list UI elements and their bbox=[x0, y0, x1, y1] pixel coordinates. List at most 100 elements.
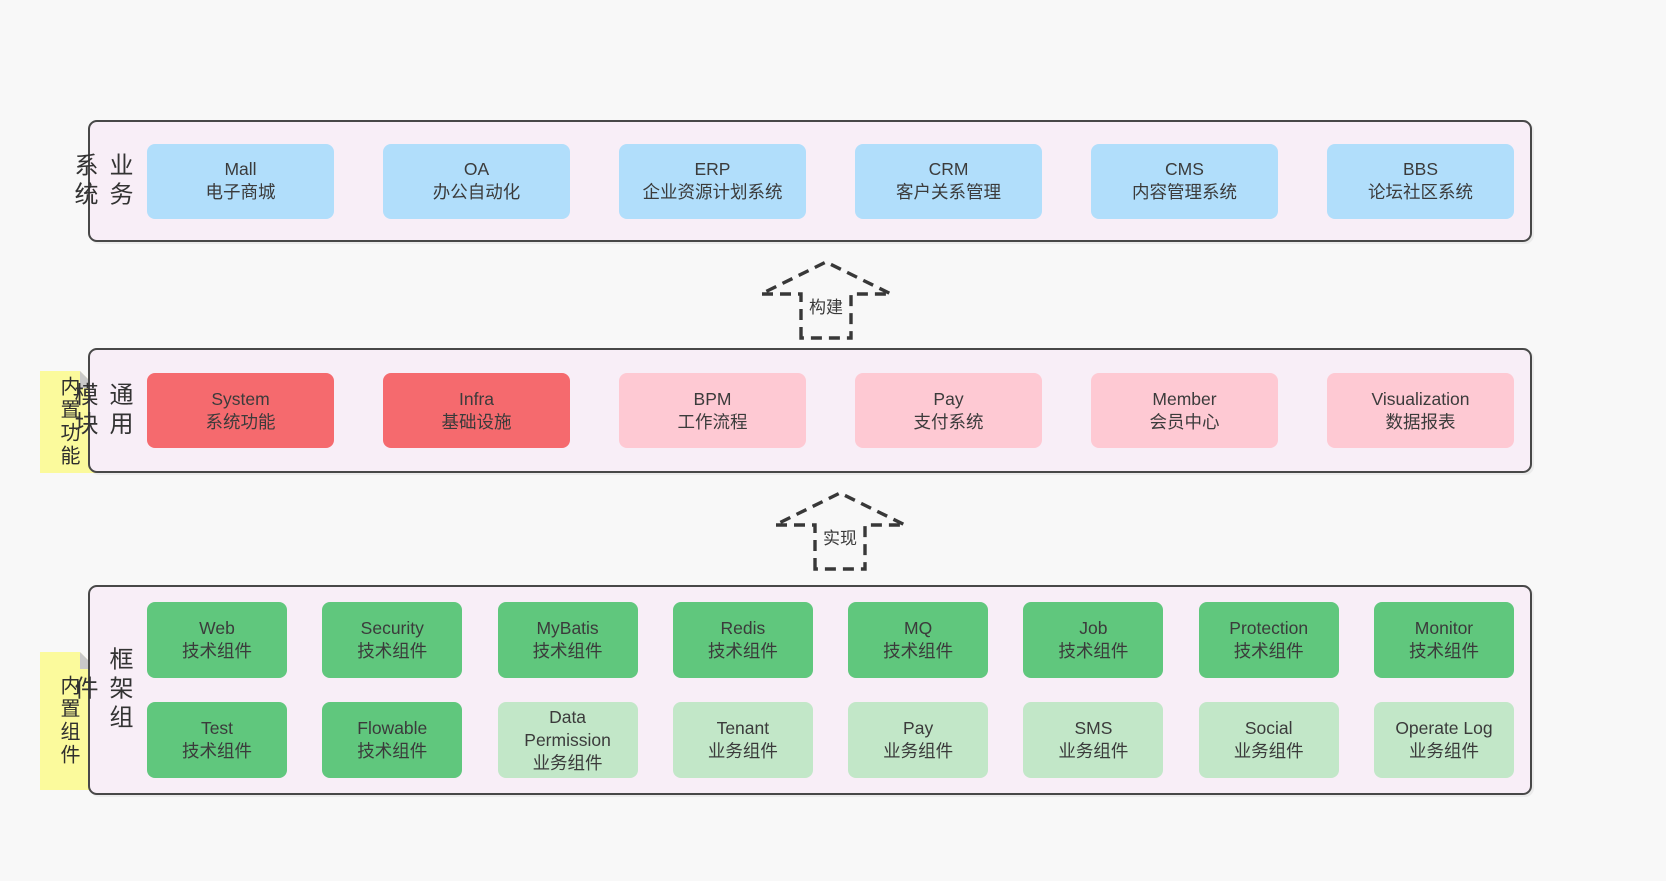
box-test: Test 技术组件 bbox=[147, 702, 287, 778]
box-subtitle: 基础设施 bbox=[441, 411, 512, 432]
box-subtitle: 业务组件 bbox=[532, 752, 603, 773]
box-subtitle: 支付系统 bbox=[913, 411, 984, 432]
box-title: Infra bbox=[458, 388, 495, 409]
box-title: Mall bbox=[224, 159, 257, 179]
box-title: Data Permission bbox=[524, 706, 611, 750]
box-title: Redis bbox=[720, 618, 766, 638]
box-title: Pay bbox=[933, 388, 964, 409]
box-subtitle: 客户关系管理 bbox=[896, 182, 1001, 202]
box-subtitle: 系统功能 bbox=[205, 411, 276, 432]
box-title: OA bbox=[463, 159, 490, 179]
box-title: CRM bbox=[928, 159, 969, 179]
box-operate-log: Operate Log 业务组件 bbox=[1373, 702, 1514, 778]
box-subtitle: 会员中心 bbox=[1149, 411, 1220, 432]
box-subtitle: 办公自动化 bbox=[432, 182, 521, 202]
layer-label: 通用模块 bbox=[70, 381, 132, 440]
box-protection: Protection 技术组件 bbox=[1198, 602, 1339, 678]
box-subtitle: 技术组件 bbox=[532, 641, 603, 661]
arrow-label: 构建 bbox=[806, 292, 846, 319]
box-title: Operate Log bbox=[1395, 718, 1493, 738]
box-title: SMS bbox=[1074, 718, 1113, 738]
box-mq: MQ 技术组件 bbox=[848, 602, 989, 678]
box-subtitle: 技术组件 bbox=[707, 641, 778, 661]
box-subtitle: 业务组件 bbox=[1408, 741, 1479, 761]
box-subtitle: 技术组件 bbox=[883, 641, 954, 661]
box-subtitle: 技术组件 bbox=[182, 641, 252, 661]
note-label: 内置功能 bbox=[57, 376, 79, 468]
box-mybatis: MyBatis 技术组件 bbox=[497, 602, 638, 678]
box-title: Social bbox=[1244, 718, 1293, 738]
box-job: Job 技术组件 bbox=[1023, 602, 1164, 678]
arrow-label: 实现 bbox=[820, 523, 860, 550]
box-subtitle: 技术组件 bbox=[357, 641, 428, 661]
box-title: Tenant bbox=[716, 718, 770, 738]
box-title: Monitor bbox=[1414, 618, 1474, 638]
box-subtitle: 业务组件 bbox=[883, 741, 954, 761]
box-pay: Pay 业务组件 bbox=[848, 702, 989, 778]
box-bbs: BBS 论坛社区系统 bbox=[1327, 143, 1514, 219]
box-subtitle: 技术组件 bbox=[1233, 641, 1304, 661]
box-mall: Mall 电子商城 bbox=[147, 143, 334, 219]
box-title: Test bbox=[200, 718, 234, 738]
layer-label: 框架组件 bbox=[70, 646, 132, 734]
layer-label: 业务系统 bbox=[70, 152, 132, 210]
box-crm: CRM 客户关系管理 bbox=[855, 143, 1042, 219]
box-subtitle: 业务组件 bbox=[707, 741, 778, 761]
box-cms: CMS 内容管理系统 bbox=[1091, 143, 1278, 219]
box-title: System bbox=[211, 388, 270, 409]
box-title: Visualization bbox=[1371, 388, 1470, 409]
box-title: ERP bbox=[694, 159, 731, 179]
box-subtitle: 工作流程 bbox=[677, 411, 748, 432]
box-title: Security bbox=[360, 618, 424, 638]
box-social: Social 业务组件 bbox=[1198, 702, 1339, 778]
box-subtitle: 企业资源计划系统 bbox=[642, 182, 783, 202]
note-label: 内置组件 bbox=[57, 675, 79, 767]
box-title: Member bbox=[1152, 388, 1217, 409]
box-title: Flowable bbox=[357, 718, 428, 738]
box-title: Protection bbox=[1229, 618, 1309, 638]
box-title: Web bbox=[199, 618, 235, 638]
box-tenant: Tenant 业务组件 bbox=[672, 702, 813, 778]
box-row-business: Mall 电子商城 OA 办公自动化 ERP 企业资源计划系统 CRM 客户关系管理 CMS 内容… bbox=[147, 143, 1514, 219]
arrow-construct: 构建 bbox=[756, 256, 896, 340]
box-oa: OA 办公自动化 bbox=[383, 143, 570, 219]
box-subtitle: 论坛社区系统 bbox=[1368, 182, 1473, 202]
box-title: CMS bbox=[1165, 159, 1204, 179]
box-subtitle: 数据报表 bbox=[1385, 411, 1456, 432]
box-title: Pay bbox=[903, 718, 934, 738]
box-title: Job bbox=[1079, 618, 1108, 638]
box-web: Web 技术组件 bbox=[147, 602, 287, 678]
box-subtitle: 技术组件 bbox=[1058, 641, 1129, 661]
arrow-implement: 实现 bbox=[770, 487, 910, 571]
box-title: MQ bbox=[904, 618, 933, 638]
box-title: BBS bbox=[1402, 159, 1439, 179]
box-subtitle: 内容管理系统 bbox=[1132, 182, 1237, 202]
box-erp: ERP 企业资源计划系统 bbox=[619, 143, 806, 219]
box-redis: Redis 技术组件 bbox=[672, 602, 813, 678]
sticky-note-builtin-features: 内置功能 bbox=[40, 371, 97, 473]
box-security: Security 技术组件 bbox=[322, 602, 463, 678]
box-subtitle: 技术组件 bbox=[182, 741, 252, 761]
box-subtitle: 电子商城 bbox=[205, 182, 276, 202]
box-subtitle: 业务组件 bbox=[1233, 741, 1304, 761]
box-title: BPM bbox=[693, 388, 732, 409]
box-title: MyBatis bbox=[536, 618, 599, 638]
layer-business-systems: 业务系统 Mall 电子商城 OA 办公自动化 ERP 企业资源计划系统 CRM 客户关系管理… bbox=[70, 120, 1532, 242]
